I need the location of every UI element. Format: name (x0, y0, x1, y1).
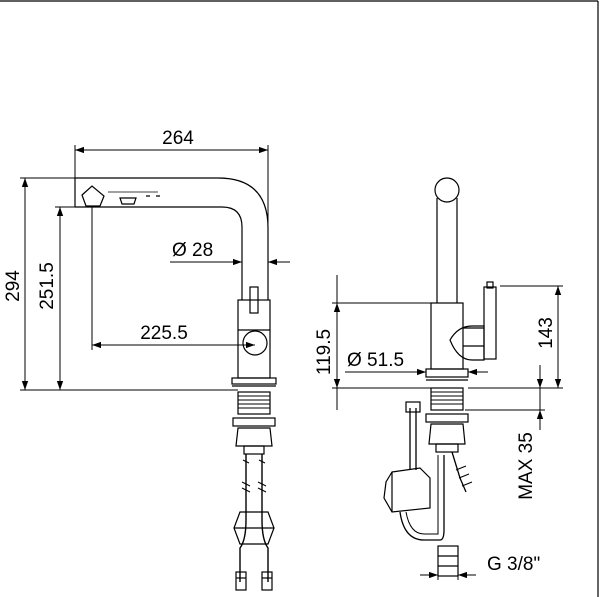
front-base-ring (425, 368, 469, 378)
spray-head (81, 185, 105, 207)
spout-tip (434, 177, 460, 203)
lever-handle (249, 286, 259, 314)
front-lever-cam (449, 325, 485, 361)
front-hose-loop (399, 455, 445, 541)
base-ring (231, 377, 277, 385)
front-fitting (437, 545, 459, 577)
hose-right (261, 454, 269, 582)
front-view-dimensions (332, 275, 563, 580)
dim-total-reach: 264 (162, 128, 194, 149)
front-view-faucet (383, 177, 497, 577)
dim-base-diameter: Ø 51.5 (347, 350, 404, 371)
dim-right-body-height: 119.5 (314, 329, 335, 375)
mounting-plate (232, 417, 276, 427)
dim-max-thickness: MAX 35 (516, 432, 537, 500)
front-body (430, 302, 464, 370)
front-lever-handle (483, 286, 497, 360)
fitting-right (261, 571, 273, 591)
front-mounting-plate (425, 413, 469, 423)
faucet-body (237, 299, 271, 379)
spray-head-slot (119, 197, 137, 205)
mounting-nut (235, 427, 273, 447)
dim-total-height: 294 (3, 270, 24, 302)
front-weight (383, 467, 431, 513)
threaded-shank (237, 391, 271, 415)
dim-spout-diameter: Ø 28 (172, 240, 213, 261)
dim-body-axis-reach: 225.5 (140, 323, 188, 344)
fitting-left (235, 571, 247, 591)
side-view-faucet (74, 177, 277, 591)
dim-lever-height: 143 (536, 317, 557, 349)
front-hose-right (451, 451, 467, 493)
front-hose-left (409, 408, 417, 470)
hose-left (239, 454, 247, 582)
front-lever-arm (463, 327, 484, 347)
body-cartridge (242, 330, 268, 356)
dim-spout-height: 251.5 (37, 262, 58, 310)
spout-inner (75, 206, 243, 300)
dim-connection-thread: G 3/8" (487, 554, 540, 575)
side-view-dimensions (20, 145, 290, 391)
front-mounting-nut (428, 423, 466, 445)
front-threaded-shank (430, 387, 464, 411)
